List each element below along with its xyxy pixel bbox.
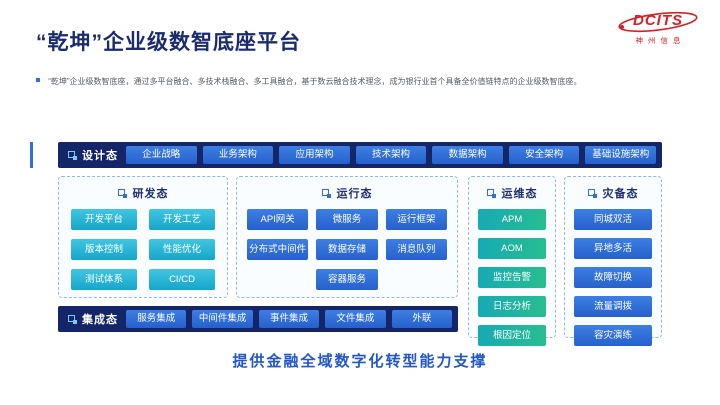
dev-item-block: 测试体系 bbox=[71, 269, 137, 290]
dev-box-header: 研发态 bbox=[59, 185, 227, 201]
runtime-section-icon bbox=[321, 188, 331, 198]
dr-box: 灾备态 同城双活 异地多活 故障切换 流量调拨 容灾演练 bbox=[564, 176, 662, 346]
intro-text: “乾坤”企业级数智底座，通过多平台融合、多技术栈融合、多工具融合，基于数云融合技… bbox=[48, 77, 582, 86]
dr-box-list: 同城双活 异地多活 故障切换 流量调拨 容灾演练 bbox=[565, 209, 661, 346]
ops-item-block: APM bbox=[478, 209, 546, 230]
intro-line: “乾坤”企业级数智底座，通过多平台融合、多技术栈融合、多工具融合，基于数云融合技… bbox=[36, 76, 666, 87]
integration-item-block: 中间件集成 bbox=[192, 310, 253, 328]
runtime-box-grid: API网关 微服务 运行框架 分布式中间件 数据存储 消息队列 容器服务 bbox=[237, 209, 457, 290]
design-row: 设计态 企业战略 业务架构 应用架构 技术架构 数据架构 安全架构 基础设施架构 bbox=[58, 142, 662, 168]
logo-company-text: 神州信息 bbox=[635, 36, 686, 45]
dev-section-icon bbox=[117, 188, 127, 198]
dr-item-block: 流量调拨 bbox=[574, 296, 652, 317]
design-item-block: 企业战略 bbox=[126, 146, 197, 164]
dev-item-block: 版本控制 bbox=[71, 239, 137, 260]
integration-row-title: 集成态 bbox=[82, 314, 118, 326]
design-item-block: 业务架构 bbox=[202, 146, 274, 164]
runtime-item-block: 微服务 bbox=[316, 209, 378, 230]
logo-brand-text: DCITS bbox=[633, 12, 683, 29]
dr-item-block: 容灾演练 bbox=[574, 325, 652, 346]
design-item-block: 技术架构 bbox=[355, 146, 427, 164]
design-row-title: 设计态 bbox=[82, 150, 118, 162]
page-title: “乾坤”企业级数智底座平台 bbox=[36, 31, 301, 54]
dr-item-block: 异地多活 bbox=[574, 238, 652, 259]
design-item-block: 安全架构 bbox=[508, 146, 580, 164]
ops-item-block: 日志分析 bbox=[478, 296, 546, 317]
runtime-item-block: 运行框架 bbox=[385, 209, 447, 230]
runtime-item-block: 分布式中间件 bbox=[247, 239, 309, 260]
ops-section-icon bbox=[486, 188, 496, 198]
ops-item-block: 监控告警 bbox=[478, 267, 546, 288]
footer-slogan: 提供金融全域数字化转型能力支撑 bbox=[232, 353, 488, 370]
logo-swoosh-icon bbox=[618, 11, 698, 33]
integration-item-block: 事件集成 bbox=[258, 310, 320, 328]
integration-row: 集成态 服务集成 中间件集成 事件集成 文件集成 外联 bbox=[58, 306, 458, 332]
integration-row-label: 集成态 bbox=[68, 311, 118, 327]
dev-item-block: CI/CD bbox=[149, 269, 215, 290]
design-item-block: 基础设施架构 bbox=[585, 146, 657, 164]
design-item-block: 数据架构 bbox=[432, 146, 503, 164]
dr-item-block: 同城双活 bbox=[574, 209, 652, 230]
design-item-block: 应用架构 bbox=[279, 146, 350, 164]
integration-section-icon bbox=[68, 314, 77, 324]
bullet-icon bbox=[36, 78, 40, 82]
logo-top: DCITS bbox=[616, 10, 700, 34]
runtime-item-block: 数据存储 bbox=[316, 239, 378, 260]
runtime-item-block: 容器服务 bbox=[316, 269, 378, 290]
dr-section-icon bbox=[587, 188, 597, 198]
design-section-icon bbox=[68, 150, 77, 160]
dr-item-block: 故障切换 bbox=[574, 267, 652, 288]
runtime-box: 运行态 API网关 微服务 运行框架 分布式中间件 数据存储 消息队列 容器服务 bbox=[236, 176, 458, 298]
ops-box-title: 运维态 bbox=[501, 188, 538, 200]
ops-box-list: APM AOM 监控告警 日志分析 根因定位 bbox=[469, 209, 555, 346]
runtime-box-title: 运行态 bbox=[336, 188, 373, 200]
ops-box: 运维态 APM AOM 监控告警 日志分析 根因定位 bbox=[468, 176, 556, 346]
dr-box-header: 灾备态 bbox=[565, 185, 661, 201]
dev-box: 研发态 开发平台 开发工艺 版本控制 性能优化 测试体系 CI/CD bbox=[58, 176, 228, 298]
design-row-items: 企业战略 业务架构 应用架构 技术架构 数据架构 安全架构 基础设施架构 bbox=[126, 146, 657, 164]
runtime-box-header: 运行态 bbox=[237, 185, 457, 201]
ops-item-block: AOM bbox=[478, 238, 546, 259]
dev-box-title: 研发态 bbox=[132, 188, 169, 200]
runtime-item-block: API网关 bbox=[247, 209, 309, 230]
integration-row-items: 服务集成 中间件集成 事件集成 文件集成 外联 bbox=[126, 310, 453, 328]
dcits-logo: DCITS 神州信息 bbox=[616, 10, 700, 46]
dev-box-grid: 开发平台 开发工艺 版本控制 性能优化 测试体系 CI/CD bbox=[59, 209, 227, 290]
dr-box-title: 灾备态 bbox=[602, 188, 639, 200]
ops-item-block: 根因定位 bbox=[478, 325, 546, 346]
ops-box-header: 运维态 bbox=[469, 185, 555, 201]
integration-item-block: 服务集成 bbox=[126, 310, 187, 328]
integration-item-block: 文件集成 bbox=[325, 310, 386, 328]
integration-item-block: 外联 bbox=[391, 310, 453, 328]
dev-item-block: 开发平台 bbox=[71, 209, 137, 230]
design-row-label: 设计态 bbox=[68, 147, 118, 163]
dev-item-block: 性能优化 bbox=[149, 239, 215, 260]
left-accent-bar bbox=[30, 142, 33, 168]
runtime-item-block: 消息队列 bbox=[385, 239, 447, 260]
dev-item-block: 开发工艺 bbox=[149, 209, 215, 230]
